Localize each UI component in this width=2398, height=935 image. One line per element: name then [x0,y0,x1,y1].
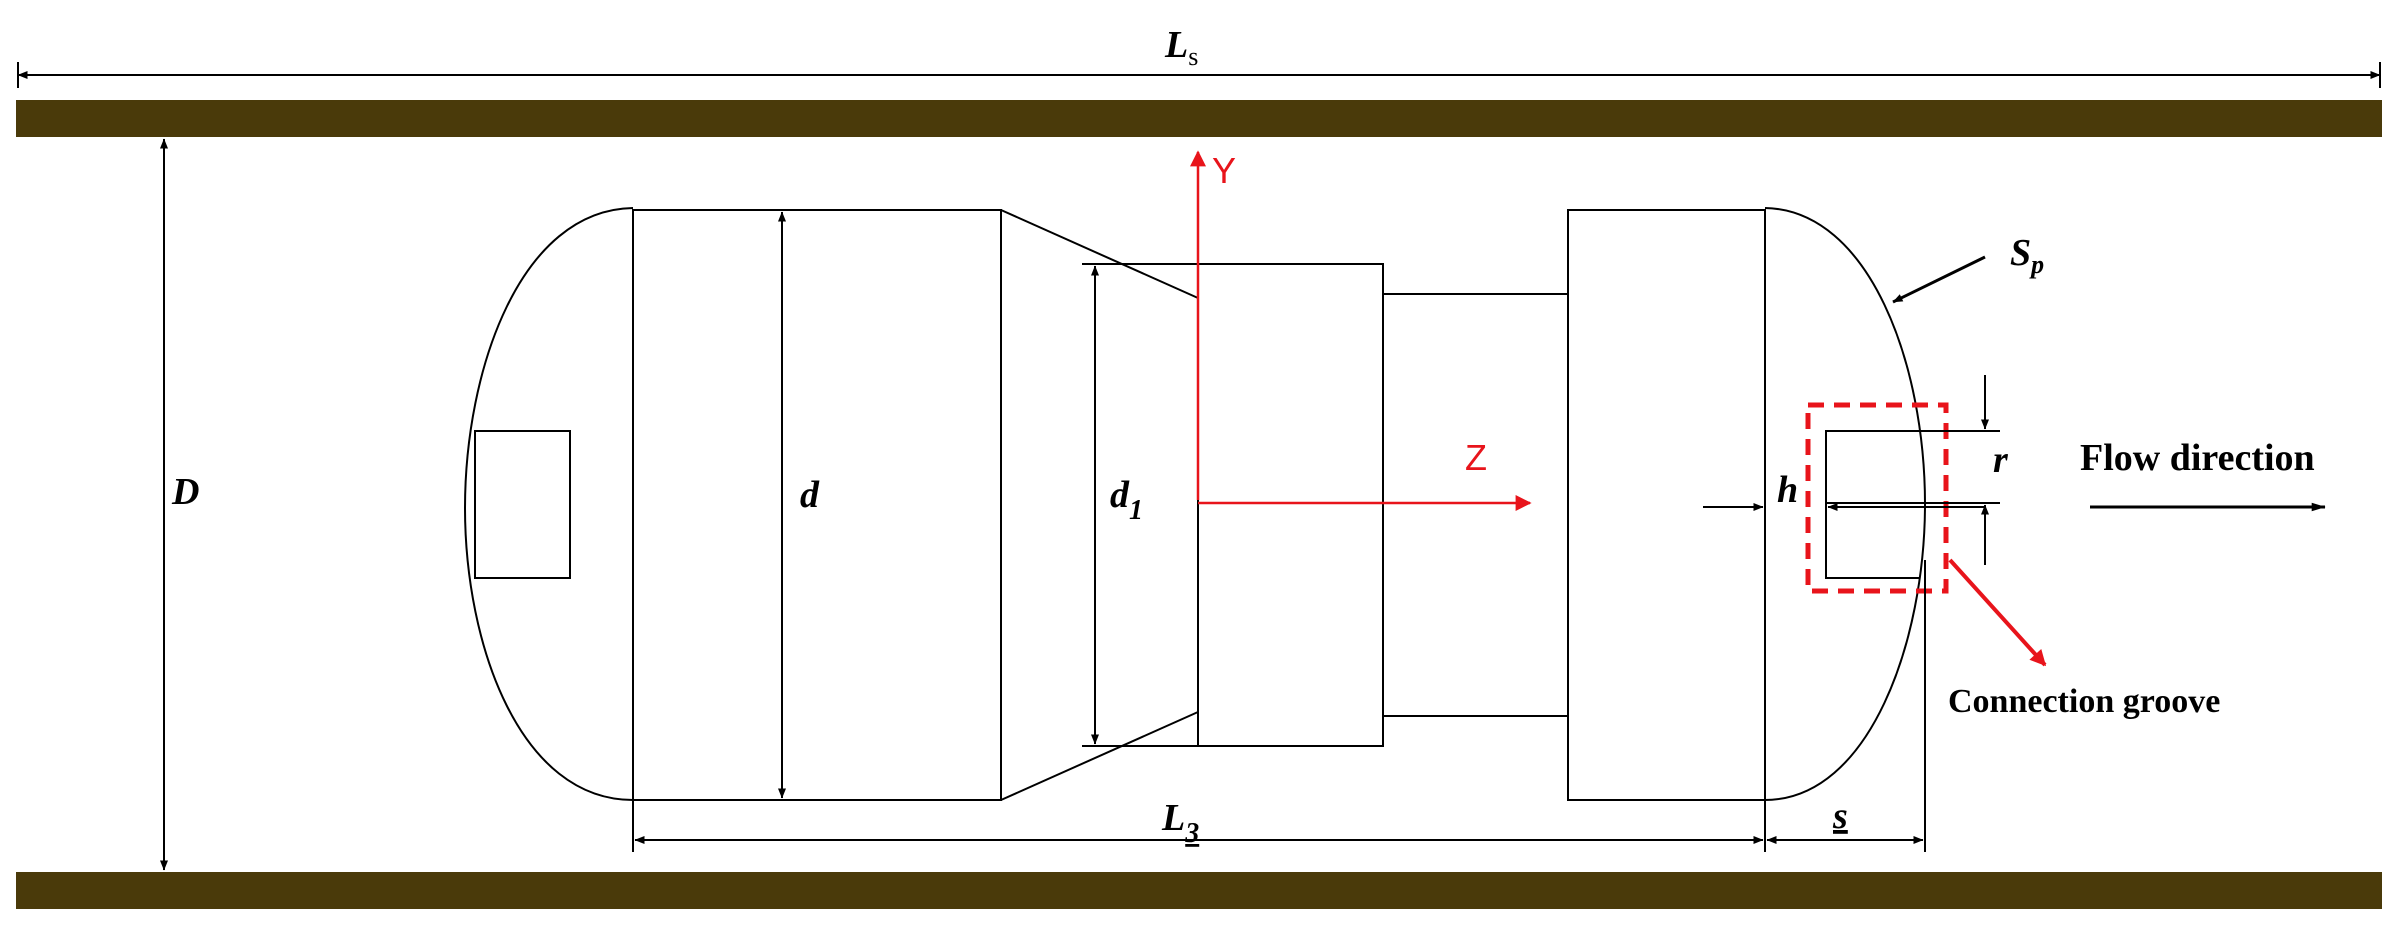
taper-upper [1000,209,1199,299]
rear-groove [1825,430,1919,579]
pig-body [463,207,1927,801]
l3-label: L3 [1161,797,1199,849]
front-dome [463,207,634,801]
flow-direction-label: Flow direction [2080,437,2315,479]
front-cup [632,209,1002,801]
d-pipe-label: D [171,471,199,513]
z-axis-label: Z [1465,437,1487,478]
sp-leader [1892,255,1986,304]
rear-cup [1567,209,1766,801]
d1-label: d1 [1110,474,1143,526]
s-label: s [1832,795,1848,837]
d-label: d [800,474,820,516]
connection-groove-highlight [1805,402,1949,594]
ls-label: Ls [1164,24,1198,71]
y-axis-label: Y [1212,150,1236,191]
h-label: h [1777,469,1798,511]
connection-groove-label: Connection groove [1948,683,2220,720]
r-label: r [1993,439,2009,481]
pipe-wall-top [16,100,2382,137]
front-groove [474,430,571,579]
pipe-wall-bottom [16,872,2382,909]
neck [1382,293,1569,717]
middle-disc [1197,263,1384,747]
sp-label: Sp [2010,232,2044,279]
connection-groove-leader [1948,558,2047,667]
taper-lower [1000,711,1199,801]
